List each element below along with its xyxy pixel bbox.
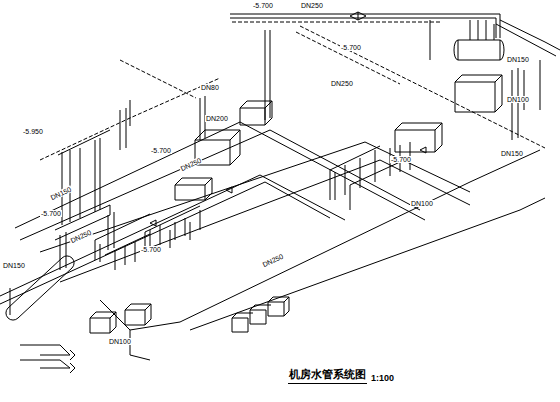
dashed-pipe xyxy=(40,22,545,160)
main-pipe xyxy=(230,14,560,56)
pipe-annotation: -5.700 xyxy=(140,246,162,253)
pipe-annotation: DN250 xyxy=(69,228,94,244)
pipe-annotation: DN250 xyxy=(179,156,204,172)
pipe-annotation: -5.700 xyxy=(150,147,172,154)
pipe-annotation: DN100 xyxy=(410,200,434,207)
expansion-tank xyxy=(454,20,504,60)
pump-group xyxy=(95,206,200,270)
supply-pipe xyxy=(15,122,545,330)
pipe-annotation: DN250 xyxy=(330,80,354,87)
pipe-stub xyxy=(40,350,75,373)
pipe-annotation: DN150 xyxy=(2,262,26,269)
pipe-annotation: DN100 xyxy=(108,338,132,345)
pipe-annotation: -5.700 xyxy=(390,156,412,163)
pipe-annotation: DN150 xyxy=(506,56,530,63)
pipe-annotation: -5.950 xyxy=(22,128,44,135)
pipe-annotation: DN250 xyxy=(300,2,324,9)
pipe-annotation: -5.700 xyxy=(252,2,274,9)
equipment-box xyxy=(175,178,212,200)
scale-label: 1:100 xyxy=(370,374,395,383)
chiller-unit xyxy=(395,75,502,152)
valve-symbols xyxy=(150,12,426,226)
pipe-annotation: DN80 xyxy=(200,84,220,91)
pipe-annotation: DN100 xyxy=(506,96,530,103)
pipe-annotation: -5.700 xyxy=(40,210,62,217)
pump-skid xyxy=(90,304,151,333)
pipe-annotation: DN250 xyxy=(261,252,286,268)
pipe-annotation: DN150 xyxy=(500,150,524,157)
equipment-box xyxy=(195,101,272,165)
pipe-annotation: DN200 xyxy=(205,115,229,122)
return-pipe xyxy=(0,175,345,368)
drawing-title: 机房水管系统图 xyxy=(288,367,367,384)
pipe-annotation: DN150 xyxy=(49,185,74,201)
riser-pipes xyxy=(60,20,540,270)
left-manifold xyxy=(55,130,110,240)
pump-skid xyxy=(232,297,289,332)
pipe-annotation: -5.700 xyxy=(340,44,362,51)
